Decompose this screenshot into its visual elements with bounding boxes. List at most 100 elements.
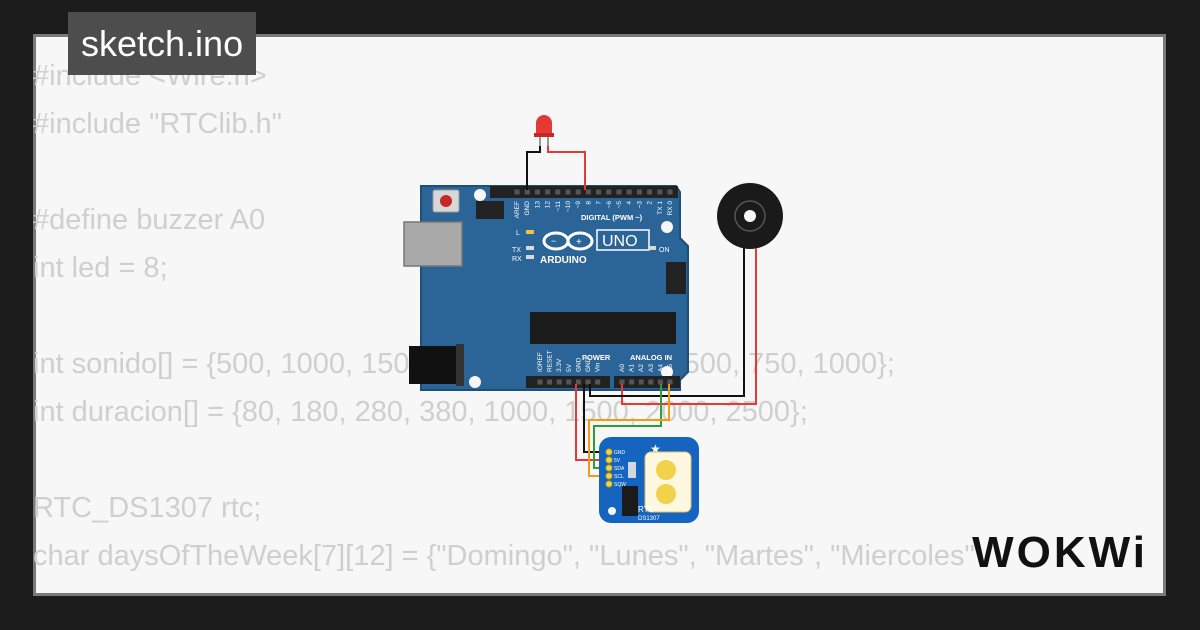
code-background: #include <Wire.h>#include "RTClib.h"#def… (33, 52, 975, 580)
rtc-pin[interactable] (605, 464, 613, 472)
tx-led (526, 246, 534, 250)
pin-socket[interactable] (566, 379, 572, 385)
rx-led (526, 255, 534, 259)
pin-socket[interactable] (585, 189, 591, 195)
pin-socket[interactable] (636, 189, 642, 195)
rtc-pin-label: SCL (614, 474, 624, 480)
pin-label: GND (575, 357, 582, 372)
pin-label: 7 (596, 201, 603, 205)
led-l-label: L (516, 230, 520, 237)
pin-socket[interactable] (556, 379, 562, 385)
on-led (648, 246, 656, 250)
pin-label: 2 (647, 201, 654, 205)
digital-pin-header (490, 186, 678, 198)
pin-socket[interactable] (629, 379, 635, 385)
pin-socket[interactable] (524, 189, 530, 195)
pin-socket[interactable] (616, 189, 622, 195)
wire-rtc-5v (575, 384, 606, 461)
adafruit-star-icon: ★ (650, 442, 661, 456)
pin-label: 4 (626, 201, 633, 205)
pin-socket[interactable] (595, 379, 601, 385)
rtc-label: RTC (638, 505, 655, 514)
led-rim (534, 133, 554, 137)
analog-pin-header (614, 376, 680, 388)
pin-socket[interactable] (537, 379, 543, 385)
pin-socket[interactable] (565, 189, 571, 195)
rtc-chip (622, 486, 638, 516)
file-tab[interactable]: sketch.ino (68, 12, 257, 75)
pin-label: ~9 (575, 201, 582, 209)
pin-label: A2 (638, 364, 645, 372)
mounting-hole (661, 366, 673, 378)
tx-label: TX (512, 247, 521, 254)
pin-socket[interactable] (585, 379, 591, 385)
pin-socket[interactable] (596, 189, 602, 195)
pin-socket[interactable] (575, 189, 581, 195)
rtc-pin-label: 5V (614, 458, 621, 464)
pin-label: ~6 (606, 201, 613, 209)
reset-button[interactable] (440, 195, 452, 207)
icsp-header (476, 201, 504, 219)
usb-port (403, 221, 463, 267)
rtc-pin[interactable] (605, 456, 613, 464)
crystal (628, 462, 636, 478)
code-line: RTC_DS1307 rtc; (33, 492, 262, 524)
pin-socket[interactable] (648, 379, 654, 385)
pin-socket[interactable] (667, 189, 673, 195)
code-line: #include "RTClib.h" (33, 108, 282, 140)
pin-socket[interactable] (514, 189, 520, 195)
code-line: char daysOfTheWeek[7][12] = {"Domingo", … (33, 540, 975, 572)
piezo-buzzer[interactable] (717, 183, 783, 249)
icsp-header-right (666, 262, 686, 294)
pin-label: 13 (534, 201, 541, 209)
pin-label: 5V (566, 363, 573, 372)
led-dome (536, 115, 552, 134)
on-label: ON (659, 247, 670, 254)
red-led[interactable] (534, 115, 554, 146)
rtc-pin-label: SQW (614, 482, 626, 488)
battery-contact-icon (656, 484, 676, 504)
pin-label: ~10 (565, 201, 572, 212)
atmega-chip (530, 312, 676, 344)
rtc-pin[interactable] (605, 448, 613, 456)
power-jack-body (456, 344, 464, 386)
pin-label: RX 0 (667, 201, 674, 216)
mounting-hole (474, 189, 486, 201)
pin-socket[interactable] (657, 189, 663, 195)
arduino-logo-icon: − + (542, 231, 594, 251)
rtc-pin[interactable] (605, 472, 613, 480)
power-header-label: POWER (582, 353, 611, 362)
pin-socket[interactable] (555, 189, 561, 195)
pin-socket[interactable] (619, 379, 625, 385)
buzzer-ring (734, 200, 766, 232)
model-label: UNO (602, 233, 638, 250)
rtc-pin[interactable] (605, 480, 613, 488)
uno-badge (596, 229, 650, 251)
pin-socket[interactable] (667, 379, 673, 385)
svg-text:−: − (551, 236, 556, 246)
mounting-hole (661, 221, 673, 233)
wire-rtc-scl (588, 384, 670, 477)
pin-label: GND (524, 201, 531, 216)
pin-label: GND (585, 357, 592, 372)
pin-socket[interactable] (626, 189, 632, 195)
pin-label: 8 (585, 201, 592, 205)
pin-socket[interactable] (657, 379, 663, 385)
pin-label: A4 (657, 364, 664, 372)
pin-socket[interactable] (606, 189, 612, 195)
battery-contact-icon (656, 460, 676, 480)
pin-socket[interactable] (647, 189, 653, 195)
wire-led-gnd (526, 146, 541, 190)
pin-socket[interactable] (534, 189, 540, 195)
pin-socket[interactable] (545, 189, 551, 195)
pin-label: Vin (595, 362, 602, 372)
pin-socket[interactable] (638, 379, 644, 385)
pin-socket[interactable] (547, 379, 553, 385)
pin-socket[interactable] (575, 379, 581, 385)
pin-label: A1 (629, 364, 636, 372)
